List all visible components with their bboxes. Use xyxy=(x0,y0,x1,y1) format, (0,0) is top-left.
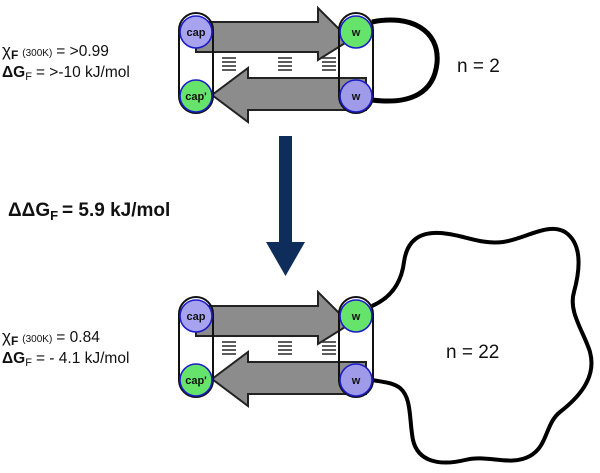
down-arrow-shaft xyxy=(279,136,292,248)
bottom-cap-label: cap xyxy=(187,311,206,323)
bottom-chi-line: χF(300K)= 0.84 xyxy=(2,327,100,348)
bottom-w-upper-bead xyxy=(339,299,373,333)
top-n-label: n = 2 xyxy=(457,56,500,77)
transition: ΔΔGF= 5.9 kJ/mol xyxy=(8,136,305,276)
bottom-loop xyxy=(371,226,594,465)
top-w-upper-label: w xyxy=(351,27,361,39)
top-w-lower-label: w xyxy=(351,91,361,103)
top-loop xyxy=(371,17,440,104)
top-w-upper-bead xyxy=(339,15,373,49)
bottom-cap-bead xyxy=(179,299,213,333)
top-dg-line: ΔGF= >-10 kJ/mol xyxy=(2,64,130,83)
top-cap-prime-label: cap' xyxy=(185,91,207,103)
top-left-frame xyxy=(178,12,214,114)
bottom-hbond-dashes xyxy=(222,341,336,355)
bottom-w-lower-label: w xyxy=(351,375,361,387)
bottom-cap-prime-bead xyxy=(179,363,213,397)
bottom-w-upper-label: w xyxy=(351,311,361,323)
bottom-left-frame xyxy=(178,296,214,398)
top-upper-strand-arrow xyxy=(195,5,352,62)
top-right-frame xyxy=(338,12,374,114)
bottom-hairpin: cap cap' w w χF(300K)= 0.84 ΔGF= - 4.1 k… xyxy=(2,226,594,465)
top-hbond-dashes xyxy=(222,57,336,71)
bottom-w-lower-bead xyxy=(339,363,373,397)
top-w-lower-bead xyxy=(339,79,373,113)
down-arrow-icon xyxy=(266,242,305,276)
top-cap-prime-bead xyxy=(179,79,213,113)
top-cap-label: cap xyxy=(187,27,206,39)
top-chi-line: χF(300K)= >0.99 xyxy=(2,41,109,62)
bottom-n-label: n = 22 xyxy=(446,342,499,363)
top-hairpin: cap cap' w w χF(300K)= >0.99 ΔGF= >-10 k… xyxy=(2,5,500,124)
bottom-cap-prime-label: cap' xyxy=(185,375,207,387)
bottom-upper-strand-arrow xyxy=(195,289,352,346)
top-cap-bead xyxy=(179,15,213,49)
bottom-right-frame xyxy=(338,296,374,398)
bottom-dg-line: ΔGF= - 4.1 kJ/mol xyxy=(2,350,129,369)
ddg-label: ΔΔGF= 5.9 kJ/mol xyxy=(8,200,170,223)
